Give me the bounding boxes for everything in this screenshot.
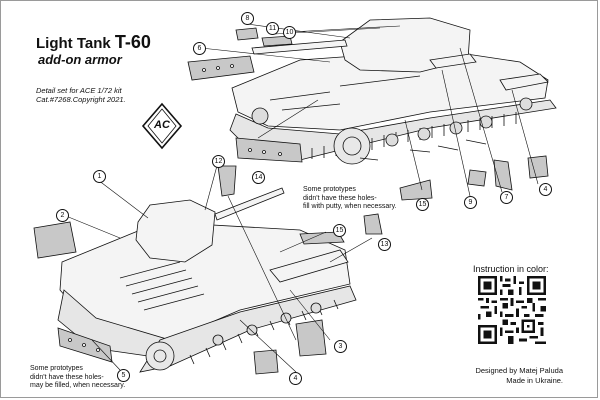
kit-note-line2: Cat.#7268.Copyright 2021. bbox=[36, 95, 126, 104]
credits-line1: Designed by Matej Paluda bbox=[475, 366, 563, 375]
part-11 bbox=[261, 35, 293, 47]
part-4b bbox=[253, 349, 279, 375]
callout-7: 7 bbox=[500, 191, 513, 204]
note-top: Some prototypes didn't have these holes-… bbox=[303, 186, 397, 212]
page-title: Light Tank T-60 bbox=[36, 32, 151, 53]
kit-note-line1: Detail set for ACE 1/72 kit bbox=[36, 86, 122, 95]
qr-label: Instruction in color: bbox=[473, 264, 549, 274]
part-13 bbox=[363, 213, 383, 235]
page-subtitle: add-on armor bbox=[38, 52, 122, 67]
callout-13: 13 bbox=[378, 238, 391, 251]
note-top-line1: Some prototypes bbox=[303, 186, 356, 193]
callout-6: 6 bbox=[193, 42, 206, 55]
part-14 bbox=[235, 137, 303, 163]
ac-logo-text: AC bbox=[154, 119, 170, 131]
callout-4a: 4 bbox=[539, 183, 552, 196]
title-model: T-60 bbox=[114, 32, 151, 52]
credits-line2: Made in Ukraine. bbox=[506, 376, 563, 385]
credits: Designed by Matej Paluda Made in Ukraine… bbox=[473, 366, 563, 386]
callout-8: 8 bbox=[241, 12, 254, 25]
title-prefix: Light Tank bbox=[36, 35, 111, 52]
note-bottom: Some prototypes didn't have these holes-… bbox=[30, 365, 125, 391]
callout-10: 10 bbox=[283, 26, 296, 39]
part-15a bbox=[399, 179, 433, 201]
bottom-tank-drawing bbox=[57, 187, 357, 373]
note-bottom-line2: didn't have these holes- bbox=[30, 373, 104, 381]
part-8 bbox=[235, 27, 259, 41]
callout-9: 9 bbox=[464, 196, 477, 209]
part-4a bbox=[527, 155, 549, 179]
kit-note: Detail set for ACE 1/72 kit Cat.#7268.Co… bbox=[36, 86, 126, 104]
callout-11: 11 bbox=[266, 22, 279, 35]
part-6 bbox=[187, 55, 255, 81]
part-12 bbox=[217, 165, 237, 197]
callout-15a: 15 bbox=[416, 198, 429, 211]
note-top-line2: didn't have these holes- bbox=[303, 194, 377, 202]
qr-code-icon[interactable] bbox=[478, 276, 546, 344]
callout-4b: 4 bbox=[289, 372, 302, 385]
note-bottom-line1: Some prototypes bbox=[30, 365, 83, 372]
part-7 bbox=[493, 159, 513, 191]
callout-1: 1 bbox=[93, 170, 106, 183]
note-bottom-line3: may be filled, when necessary. bbox=[30, 382, 126, 389]
callout-14: 14 bbox=[252, 171, 265, 184]
callout-12: 12 bbox=[212, 155, 225, 168]
callout-5: 5 bbox=[117, 369, 130, 382]
top-tank-drawing bbox=[229, 17, 557, 165]
ac-logo bbox=[141, 102, 183, 150]
callout-2: 2 bbox=[56, 209, 69, 222]
note-top-line3: fill with putty, when necessary. bbox=[303, 203, 397, 210]
part-15b bbox=[299, 231, 345, 245]
callout-15b: 15 bbox=[333, 224, 346, 237]
part-3 bbox=[295, 319, 327, 357]
part-2 bbox=[33, 221, 77, 259]
callout-3: 3 bbox=[334, 340, 347, 353]
part-9 bbox=[467, 169, 487, 187]
